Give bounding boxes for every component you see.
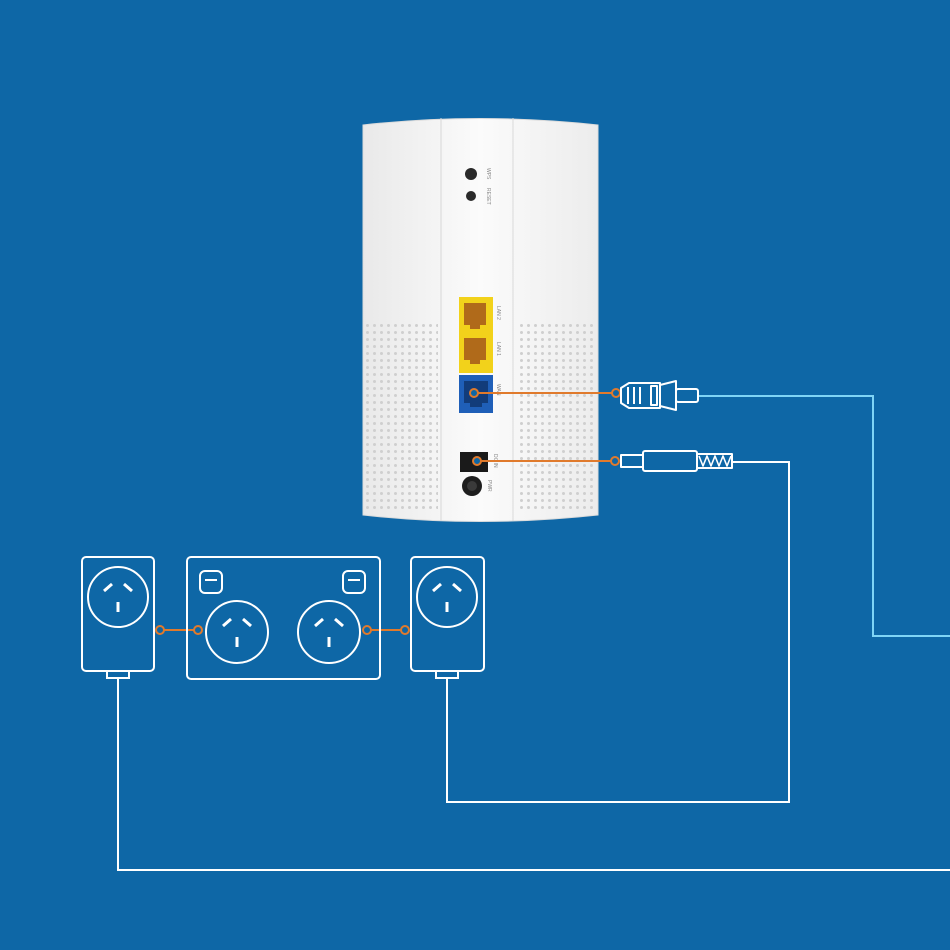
cable-adapter-left bbox=[118, 678, 950, 870]
cable-ethernet bbox=[698, 396, 950, 636]
vent-grille-right bbox=[516, 322, 594, 512]
wan-label: WAN bbox=[495, 384, 501, 396]
dc-barrel-plug-icon bbox=[621, 451, 732, 471]
lan1-label: LAN 1 bbox=[495, 342, 501, 356]
ethernet-plug-icon bbox=[621, 381, 698, 410]
power-label: PWR bbox=[486, 480, 492, 492]
reset-button[interactable] bbox=[466, 191, 476, 201]
double-wall-socket-icon bbox=[187, 557, 380, 679]
wps-label: WPS bbox=[485, 168, 491, 180]
vent-grille-left bbox=[366, 322, 438, 512]
lan2-label: LAN 2 bbox=[495, 306, 501, 320]
power-adapter-left-icon bbox=[82, 557, 154, 678]
wps-button[interactable] bbox=[465, 168, 477, 180]
power-adapter-right-icon bbox=[411, 557, 484, 678]
reset-label: RESET bbox=[485, 188, 491, 205]
